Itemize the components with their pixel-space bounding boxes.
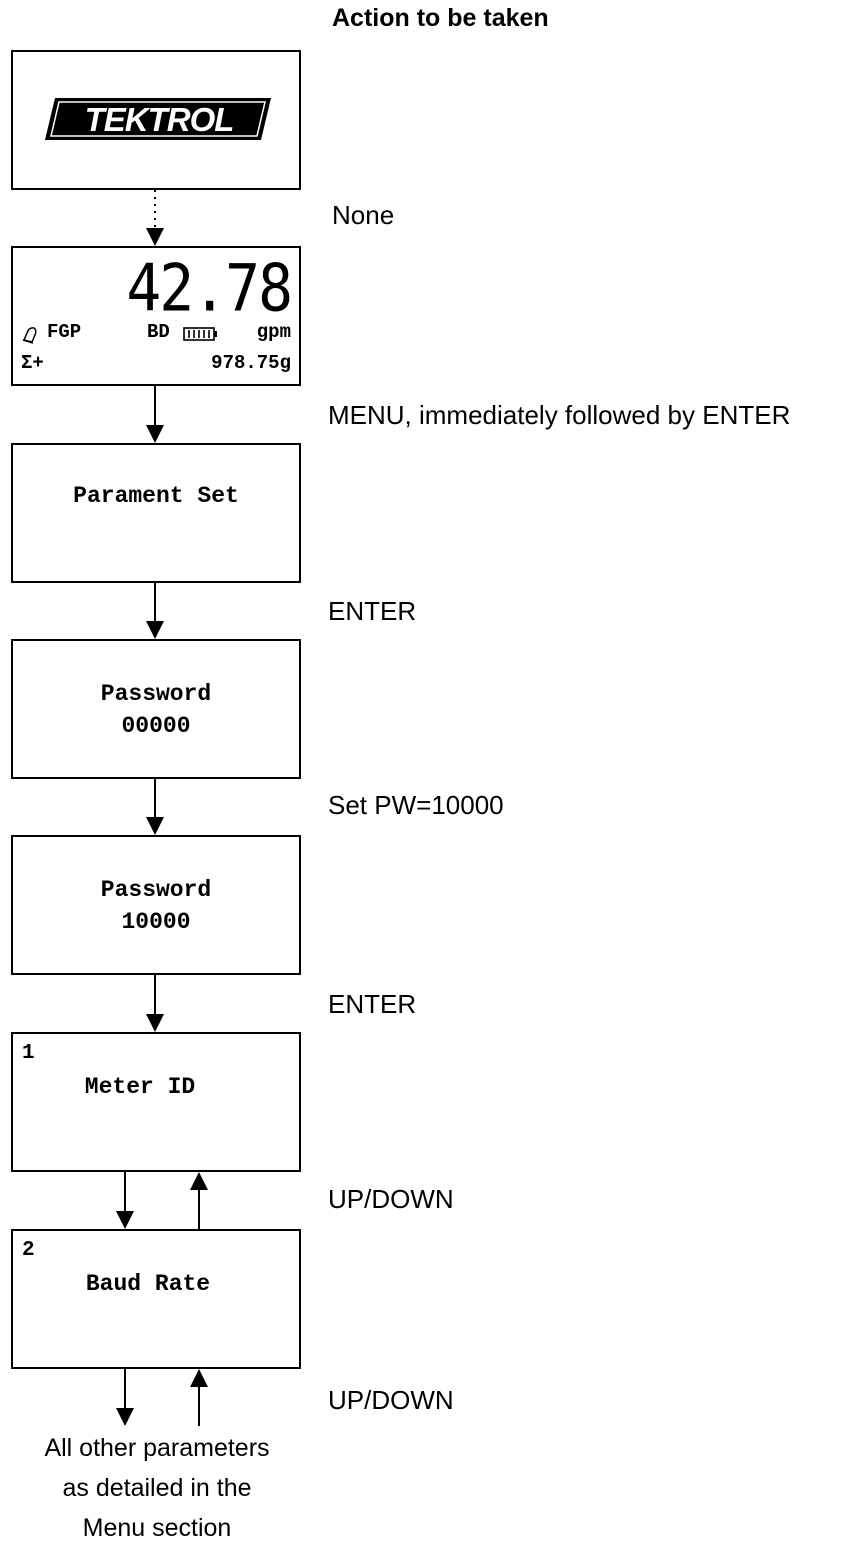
actions-column-heading: Action to be taken xyxy=(332,4,549,32)
menu-item-number: 2 xyxy=(22,1239,35,1262)
action-text: UP/DOWN xyxy=(328,1385,454,1415)
action-text: UP/DOWN xyxy=(328,1184,454,1214)
other-parameters-note: All other parameters as detailed in the … xyxy=(14,1428,300,1548)
password-label: Password xyxy=(100,877,212,903)
parament-set-screen: Parament Set xyxy=(11,443,301,583)
action-text: Set PW=10000 xyxy=(328,790,504,820)
password-label: Password xyxy=(100,681,212,707)
arrow-up-icon xyxy=(190,1369,208,1387)
note-line: All other parameters xyxy=(44,1434,270,1462)
action-text: None xyxy=(332,200,395,230)
password-set-screen: Password 10000 xyxy=(11,835,301,975)
status-row: FGP BD gpm xyxy=(21,321,291,347)
note-line: Menu section xyxy=(82,1514,232,1542)
meter-id-screen: 1 Meter ID xyxy=(11,1032,301,1172)
screen-text: Parament Set xyxy=(73,483,239,509)
arrow-up-icon xyxy=(190,1172,208,1190)
arrow-down-icon xyxy=(116,1408,134,1426)
alarm-bell-icon xyxy=(22,327,37,344)
indicator-bd: BD xyxy=(147,321,170,343)
flow-rate-value: 42.78 xyxy=(126,250,293,327)
arrow-down-icon xyxy=(146,228,164,246)
arrow-down-icon xyxy=(146,621,164,639)
password-default-screen: Password 00000 xyxy=(11,639,301,779)
arrow-down-icon xyxy=(116,1211,134,1229)
action-text: MENU, immediately followed by ENTER xyxy=(328,400,791,430)
menu-item-label: Baud Rate xyxy=(85,1271,211,1297)
indicator-fgp: FGP xyxy=(47,321,82,343)
startup-logo-screen: TEKTROL xyxy=(11,50,301,190)
battery-icon xyxy=(183,327,217,341)
arrow-down-icon xyxy=(146,1014,164,1032)
arrow-down-icon xyxy=(146,425,164,443)
action-text: ENTER xyxy=(328,989,417,1019)
password-value: 00000 xyxy=(121,713,191,739)
flow-display-screen: 42.78 FGP BD gpm Σ+ 978.75g xyxy=(11,246,301,386)
menu-item-label: Meter ID xyxy=(84,1074,196,1100)
arrow-down-icon xyxy=(146,817,164,835)
totalizer-value: 978.75g xyxy=(211,352,291,374)
flow-unit: gpm xyxy=(256,321,291,343)
note-line: as detailed in the xyxy=(62,1474,252,1502)
password-value: 10000 xyxy=(121,909,191,935)
totalizer-label: Σ+ xyxy=(21,352,44,374)
menu-item-number: 1 xyxy=(22,1042,35,1065)
totalizer-row: Σ+ 978.75g xyxy=(21,352,291,378)
action-text: ENTER xyxy=(328,596,417,626)
tektrol-logo: TEKTROL xyxy=(43,96,273,147)
svg-text:TEKTROL: TEKTROL xyxy=(85,101,234,138)
baud-rate-screen: 2 Baud Rate xyxy=(11,1229,301,1369)
